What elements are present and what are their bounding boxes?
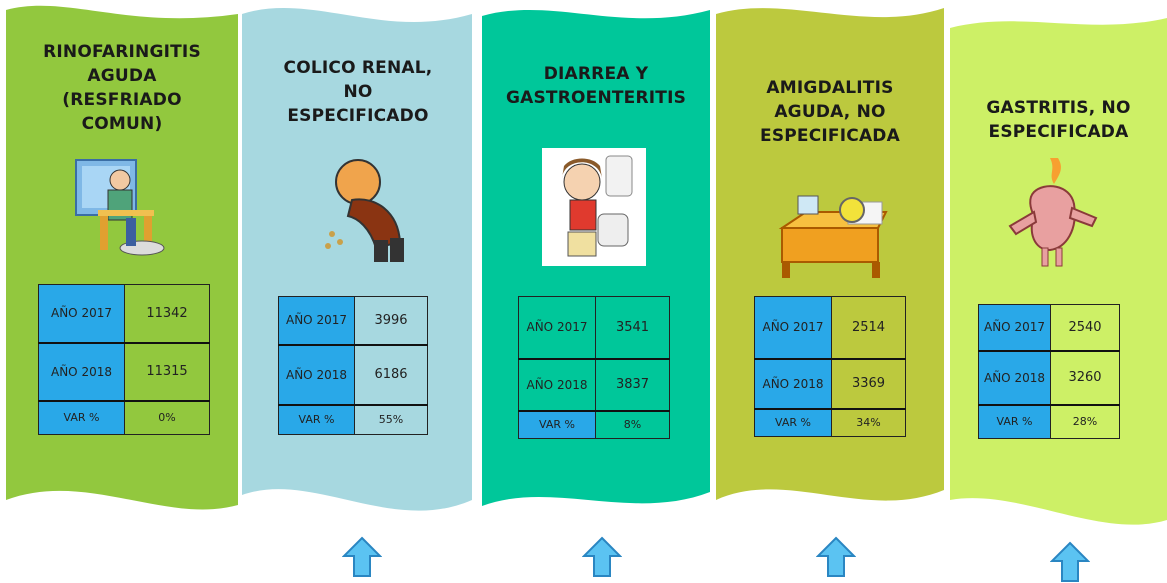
- stats-table: AÑO 2017 2540 AÑO 2018 3260 VAR % 28%: [978, 304, 1120, 439]
- year-2018-label: AÑO 2018: [278, 343, 355, 405]
- banner-title: RINOFARINGITIS AGUDA (RESFRIADO COMUN): [43, 42, 201, 134]
- banner-title: GASTRITIS, NO ESPECIFICADA: [986, 98, 1131, 142]
- burning-stomach-character-icon: [1008, 158, 1098, 267]
- year-2017-value: 2514: [831, 296, 906, 359]
- banner-background: [950, 18, 1167, 525]
- banner-gastritis: GASTRITIS, NO ESPECIFICADA AÑO 2017 2540…: [950, 0, 1167, 583]
- var-percent-value: 55%: [354, 403, 428, 435]
- man-stomach-pain-icon: [325, 159, 404, 262]
- year-2017-label: AÑO 2017: [278, 296, 355, 345]
- var-percent-label: VAR %: [754, 407, 832, 437]
- up-arrow-icon: [1050, 541, 1090, 582]
- sick-character-in-bed-icon: [778, 195, 888, 278]
- banner-title: COLICO RENAL, NO ESPECIFICADO: [283, 58, 433, 126]
- banner-title: AMIGDALITIS AGUDA, NO ESPECIFICADA: [760, 78, 900, 146]
- banner-rinofaringitis: RINOFARINGITIS AGUDA (RESFRIADO COMUN) A…: [6, 0, 246, 583]
- year-2017-label: AÑO 2017: [38, 284, 125, 343]
- girl-on-toilet-icon: [542, 148, 646, 266]
- year-2018-value: 11315: [124, 341, 210, 401]
- var-percent-label: VAR %: [38, 399, 125, 435]
- stats-table: AÑO 2017 2514 AÑO 2018 3369 VAR % 34%: [754, 296, 906, 437]
- year-2017-value: 11342: [124, 284, 210, 343]
- var-percent-value: 28%: [1050, 403, 1120, 439]
- stats-table: AÑO 2017 3541 AÑO 2018 3837 VAR % 8%: [518, 296, 670, 439]
- banner-amigdalitis: AMIGDALITIS AGUDA, NO ESPECIFICADA AÑO 2…: [716, 0, 956, 583]
- up-arrow-icon: [816, 536, 856, 577]
- var-percent-value: 8%: [595, 409, 670, 439]
- year-2017-label: AÑO 2017: [518, 296, 596, 359]
- year-2017-value: 3541: [595, 296, 670, 359]
- year-2018-value: 3837: [595, 357, 670, 411]
- var-percent-label: VAR %: [278, 403, 355, 435]
- year-2018-label: AÑO 2018: [518, 357, 596, 411]
- banner-title: DIARREA Y GASTROENTERITIS: [505, 64, 687, 108]
- year-2018-value: 6186: [354, 343, 428, 405]
- up-arrow-icon: [582, 536, 622, 577]
- year-2017-label: AÑO 2017: [754, 296, 832, 359]
- year-2018-label: AÑO 2018: [978, 349, 1051, 405]
- stats-table: AÑO 2017 3996 AÑO 2018 6186 VAR % 55%: [278, 296, 428, 435]
- year-2018-label: AÑO 2018: [38, 341, 125, 401]
- year-2017-value: 2540: [1050, 304, 1120, 351]
- year-2018-value: 3260: [1050, 349, 1120, 405]
- var-percent-label: VAR %: [518, 409, 596, 439]
- year-2018-value: 3369: [831, 357, 906, 409]
- banner-colico-renal: COLICO RENAL, NO ESPECIFICADO AÑO 2017 3…: [242, 0, 482, 583]
- year-2017-label: AÑO 2017: [978, 304, 1051, 351]
- year-2018-label: AÑO 2018: [754, 357, 832, 409]
- year-2017-value: 3996: [354, 296, 428, 345]
- var-percent-value: 0%: [124, 399, 210, 435]
- var-percent-value: 34%: [831, 407, 906, 437]
- stats-table: AÑO 2017 11342 AÑO 2018 11315 VAR % 0%: [38, 284, 210, 435]
- var-percent-label: VAR %: [978, 403, 1051, 439]
- up-arrow-icon: [342, 536, 382, 577]
- person-foot-bath-cold-icon: [75, 159, 165, 256]
- banner-diarrea: DIARREA Y GASTROENTERITIS AÑO 2017 3541 …: [482, 0, 722, 583]
